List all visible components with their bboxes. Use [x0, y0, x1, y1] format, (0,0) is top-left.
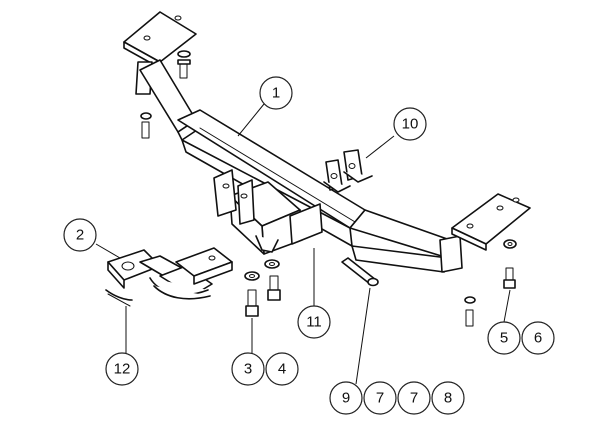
pin-part-9 [341, 257, 379, 287]
callout-2-label: 2 [76, 227, 84, 244]
callout-7a: 7 [363, 381, 397, 415]
washer-part-3 [244, 271, 260, 281]
bolt-part-3 [245, 289, 259, 317]
callout-6: 6 [521, 321, 555, 355]
callout-7b-label: 7 [410, 390, 418, 407]
bracket-part-10 [323, 149, 373, 193]
callout-11: 11 [297, 305, 331, 339]
callout-9-label: 9 [342, 390, 350, 407]
callout-2: 2 [63, 218, 97, 252]
callout-8: 8 [431, 381, 465, 415]
bolt-part-4 [267, 275, 281, 301]
washer-part-4 [264, 259, 280, 269]
washer-right-lower [464, 296, 476, 304]
callout-11-label: 11 [306, 314, 322, 331]
bolt-part-5 [503, 267, 516, 289]
washer-part-6 [503, 239, 517, 249]
callout-9: 9 [329, 381, 363, 415]
towball-neck-part-2 [107, 247, 233, 300]
callout-12-label: 12 [114, 361, 131, 378]
callout-4: 4 [265, 352, 299, 386]
bolt-top-left [177, 50, 191, 79]
callout-12: 12 [105, 352, 139, 386]
callout-8-label: 8 [444, 390, 452, 407]
callout-3-label: 3 [244, 361, 252, 378]
callout-1: 1 [259, 76, 293, 110]
crossbar-part-1 [123, 11, 531, 273]
callout-1-label: 1 [272, 85, 280, 102]
clip-part-12 [105, 289, 133, 307]
callout-7a-label: 7 [376, 390, 384, 407]
callout-10: 10 [393, 107, 427, 141]
bolt-left [140, 112, 152, 139]
callout-10-label: 10 [402, 116, 419, 133]
callout-3: 3 [231, 352, 265, 386]
callout-5: 5 [487, 321, 521, 355]
callout-5-label: 5 [500, 330, 508, 347]
callout-7b: 7 [397, 381, 431, 415]
leader-lines [95, 103, 511, 385]
bolt-right-lower [465, 309, 474, 327]
callout-6-label: 6 [534, 330, 542, 347]
callout-4-label: 4 [278, 361, 286, 378]
